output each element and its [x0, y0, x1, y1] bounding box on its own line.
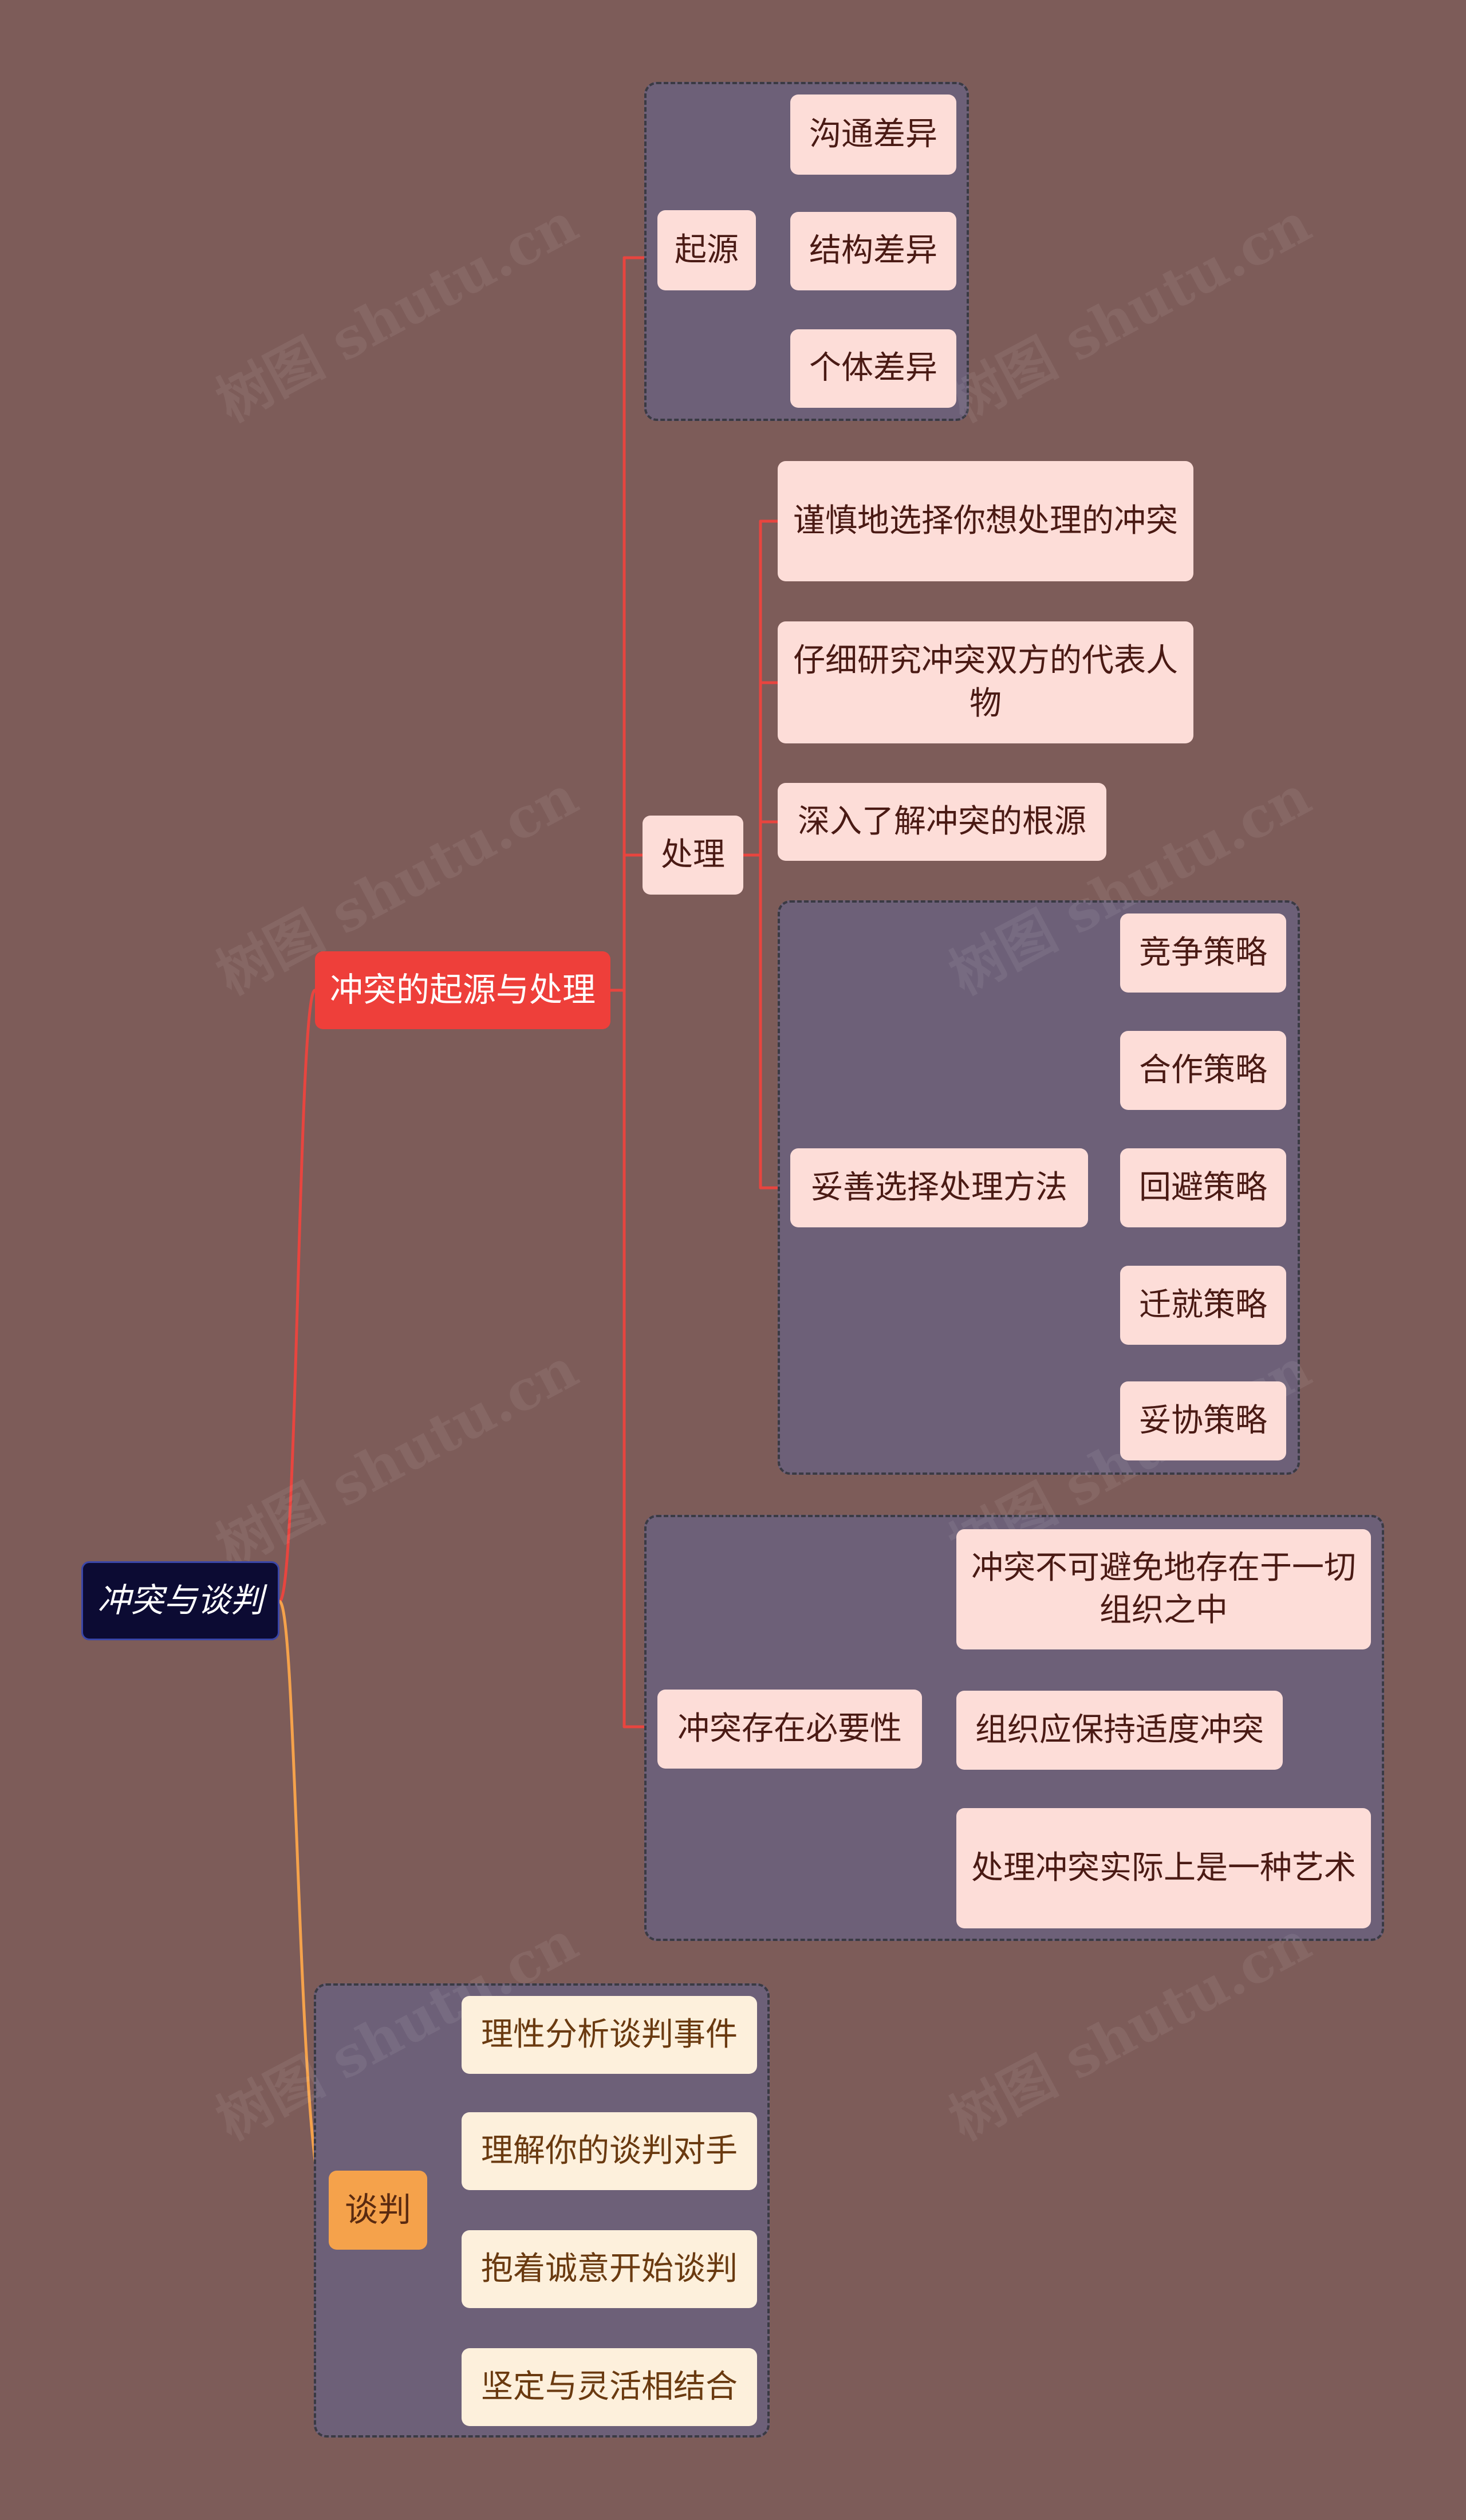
handling-item[interactable]: 深入了解冲突的根源	[778, 783, 1106, 861]
topic-conflict-origin-handling[interactable]: 冲突的起源与处理	[315, 951, 610, 1029]
necessity-item[interactable]: 组织应保持适度冲突	[956, 1691, 1283, 1770]
necessity-item[interactable]: 处理冲突实际上是一种艺术	[956, 1808, 1371, 1928]
negotiation-item[interactable]: 抱着诚意开始谈判	[462, 2230, 757, 2308]
negotiation-item[interactable]: 坚定与灵活相结合	[462, 2348, 757, 2426]
root-node[interactable]: 冲突与谈判	[81, 1561, 279, 1640]
handling-item[interactable]: 谨慎地选择你想处理的冲突	[778, 461, 1193, 581]
origin-item[interactable]: 沟通差异	[790, 94, 956, 175]
topic-origin[interactable]: 起源	[657, 210, 756, 290]
origin-item[interactable]: 结构差异	[790, 212, 956, 290]
method-item[interactable]: 迁就策略	[1120, 1266, 1286, 1345]
negotiation-item[interactable]: 理解你的谈判对手	[462, 2112, 757, 2190]
topic-methods[interactable]: 妥善选择处理方法	[790, 1148, 1088, 1227]
method-item[interactable]: 合作策略	[1120, 1031, 1286, 1110]
method-item[interactable]: 妥协策略	[1120, 1381, 1286, 1460]
method-item[interactable]: 回避策略	[1120, 1148, 1286, 1227]
topic-handling[interactable]: 处理	[643, 816, 743, 895]
method-item[interactable]: 竞争策略	[1120, 914, 1286, 993]
necessity-item[interactable]: 冲突不可避免地存在于一切组织之中	[956, 1529, 1371, 1649]
negotiation-item[interactable]: 理性分析谈判事件	[462, 1996, 757, 2074]
topic-necessity[interactable]: 冲突存在必要性	[657, 1690, 922, 1769]
origin-item[interactable]: 个体差异	[790, 329, 956, 408]
topic-negotiation[interactable]: 谈判	[329, 2171, 427, 2250]
handling-item[interactable]: 仔细研究冲突双方的代表人物	[778, 621, 1193, 743]
